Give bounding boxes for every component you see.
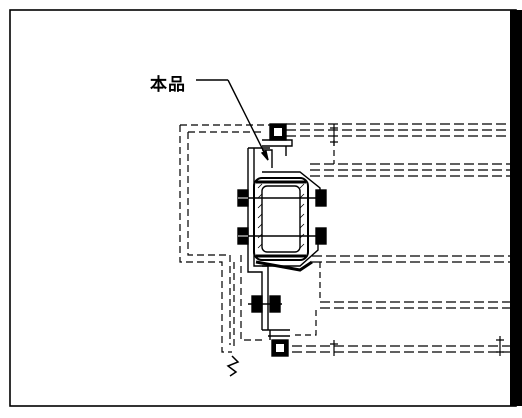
lower-bolt (248, 295, 282, 313)
dashed-beam-ends (292, 140, 335, 336)
drawing-border (9, 9, 522, 407)
through-bolts (237, 189, 327, 245)
break-symbol (226, 355, 240, 377)
anchor-markers (330, 124, 504, 356)
callout-leader (196, 79, 269, 161)
bottom-seal (269, 330, 289, 357)
top-seal (262, 123, 293, 168)
tube-section (253, 171, 321, 272)
callout-label: 本品 (150, 75, 186, 95)
dashed-beams-right (286, 123, 510, 353)
dashed-panel-left (179, 124, 270, 353)
